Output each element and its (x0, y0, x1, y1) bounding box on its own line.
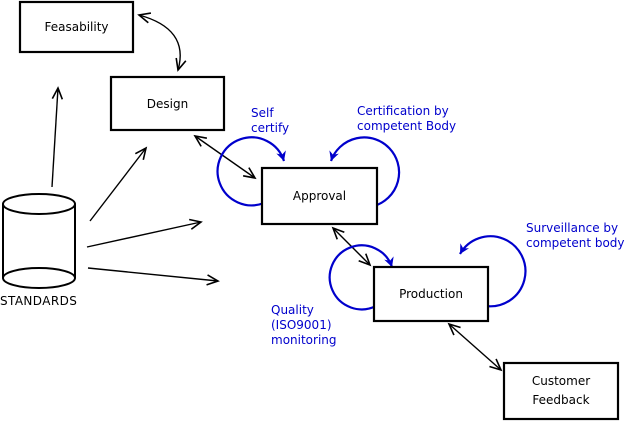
arrow-production-customer-feedback (447, 322, 503, 372)
node-feasability (18, 0, 135, 54)
node-design (109, 75, 226, 132)
arrow-standards-production (87, 267, 220, 286)
node-approval (260, 166, 379, 226)
certification-loop (329, 136, 401, 208)
arrow-standards-up (51, 86, 64, 188)
node-production (372, 265, 490, 323)
node-customer-feedback (502, 361, 620, 421)
quality-monitoring-loop (328, 244, 394, 311)
arrow-standards-design (89, 146, 148, 222)
datastore-standards-shape (2, 193, 76, 289)
arrow-design-approval (193, 134, 257, 180)
arrow-feasability-design (137, 12, 187, 72)
self-certify-loop (216, 136, 286, 207)
arrow-standards-approval (86, 218, 203, 248)
surveillance-loop (459, 235, 527, 308)
